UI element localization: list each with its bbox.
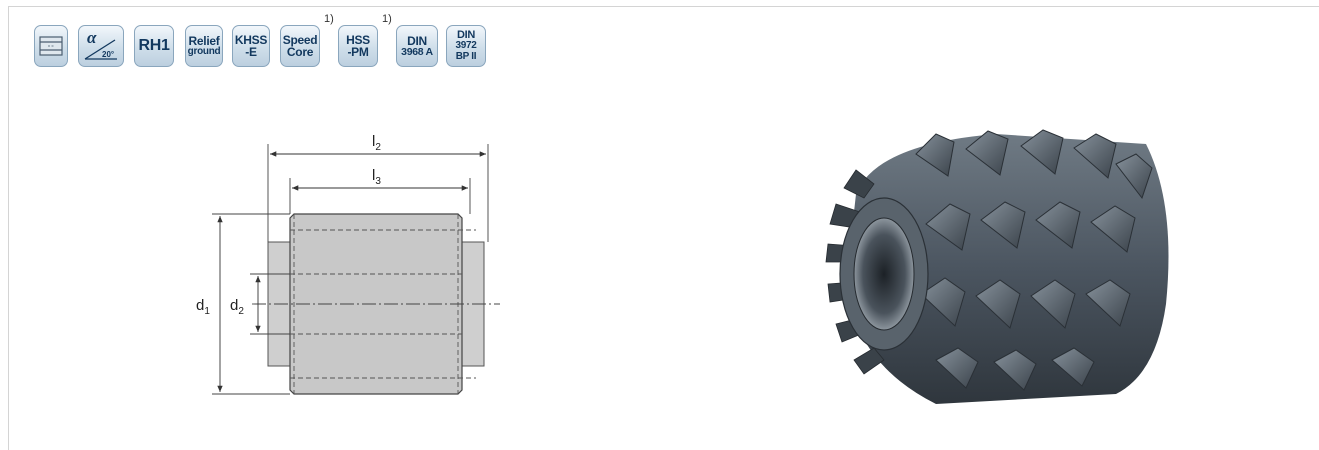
extension-lines: [212, 144, 489, 395]
hob-bore: [853, 217, 915, 331]
l2-label: l2: [372, 133, 381, 153]
relief-ground-line1: Relief: [188, 33, 220, 48]
angle-value: 20°: [102, 50, 114, 59]
pressure-angle-badge[interactable]: α 20°: [78, 25, 124, 67]
alpha-symbol: α: [87, 28, 97, 47]
hob-dimension-drawing: l2 l3 d1 d2: [196, 133, 500, 395]
khss-e-line2: -E: [245, 45, 257, 59]
hss-pm-line2: -PM: [347, 45, 369, 59]
din-3968a-badge[interactable]: DIN 3968 A: [396, 25, 438, 67]
frame-left-rule: [8, 6, 9, 450]
speed-core-footnote: 1): [324, 13, 334, 25]
hob-profile-icon: [39, 36, 63, 56]
din-3972-line2: 3972: [455, 40, 477, 52]
dimension-lines: [217, 151, 486, 392]
din-3972-badge[interactable]: DIN 3972 BP II: [446, 25, 486, 67]
hob-cutter-photo: [825, 129, 1169, 404]
l3-label: l3: [372, 167, 381, 187]
khss-e-badge[interactable]: KHSS -E: [232, 25, 270, 67]
frame-top-rule: [8, 6, 1319, 7]
speed-core-badge[interactable]: Speed Core: [280, 25, 320, 67]
hob-body-shape: [846, 134, 1169, 404]
rh1-label: RH1: [138, 36, 170, 54]
d1-label: d1: [196, 297, 210, 317]
din-3968a-line1: DIN: [407, 33, 427, 48]
khss-e-line1: KHSS: [234, 32, 268, 47]
rh1-badge[interactable]: RH1: [134, 25, 174, 67]
hob-profile-badge[interactable]: [34, 25, 68, 67]
hss-pm-badge[interactable]: HSS -PM: [338, 25, 378, 67]
speed-core-line2: Core: [286, 45, 314, 59]
hss-pm-footnote: 1): [382, 13, 392, 25]
d2-label: d2: [230, 297, 244, 317]
hss-pm-line1: HSS: [346, 32, 370, 47]
hob-teeth: [915, 129, 1153, 391]
pressure-angle-icon: α 20°: [84, 28, 117, 60]
relief-ground-line2: ground: [187, 46, 221, 58]
din-3972-line1: DIN: [456, 29, 476, 42]
speed-core-line1: Speed: [282, 32, 318, 47]
relief-ground-badge[interactable]: Relief ground: [185, 25, 223, 67]
din-3968a-line2: 3968 A: [401, 45, 433, 58]
din-3972-line3: BP II: [455, 50, 477, 62]
